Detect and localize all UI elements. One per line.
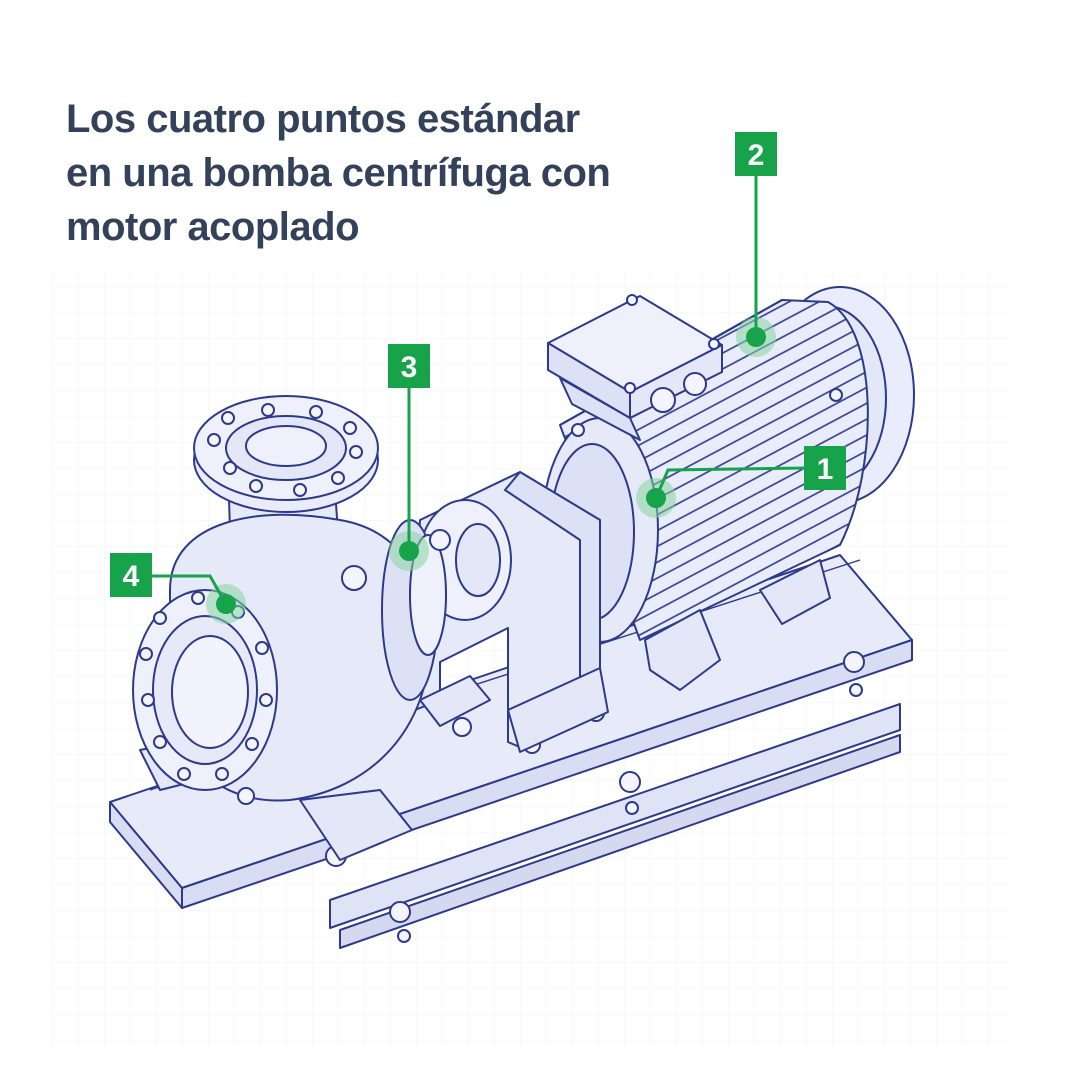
marker-1-leader-line bbox=[654, 466, 807, 499]
marker-1-label: 1 bbox=[817, 453, 834, 486]
marker-4-leader-line bbox=[152, 574, 228, 605]
marker-4-label: 4 bbox=[123, 560, 140, 593]
title-line-3: motor acoplado bbox=[66, 205, 360, 249]
measurement-marker-2: 2 bbox=[735, 132, 777, 357]
measurement-marker-1: 1 bbox=[636, 446, 846, 518]
terminal-box bbox=[547, 294, 723, 441]
marker-4-badge bbox=[110, 553, 152, 597]
suction-flange bbox=[132, 589, 278, 791]
measurement-marker-4: 4 bbox=[110, 553, 246, 624]
marker-3-badge bbox=[388, 344, 430, 388]
diagram-title: Los cuatro puntos estándar en una bomba … bbox=[66, 92, 686, 254]
title-line-2: en una bomba centrífuga con bbox=[66, 151, 611, 195]
marker-3-label: 3 bbox=[401, 351, 418, 384]
marker-2-badge bbox=[735, 132, 777, 176]
discharge-flange-bolts bbox=[207, 403, 363, 497]
measurement-marker-3: 3 bbox=[388, 344, 430, 571]
marker-1-badge bbox=[804, 446, 846, 490]
marker-2-label: 2 bbox=[748, 139, 765, 172]
title-line-1: Los cuatro puntos estándar bbox=[66, 97, 580, 141]
